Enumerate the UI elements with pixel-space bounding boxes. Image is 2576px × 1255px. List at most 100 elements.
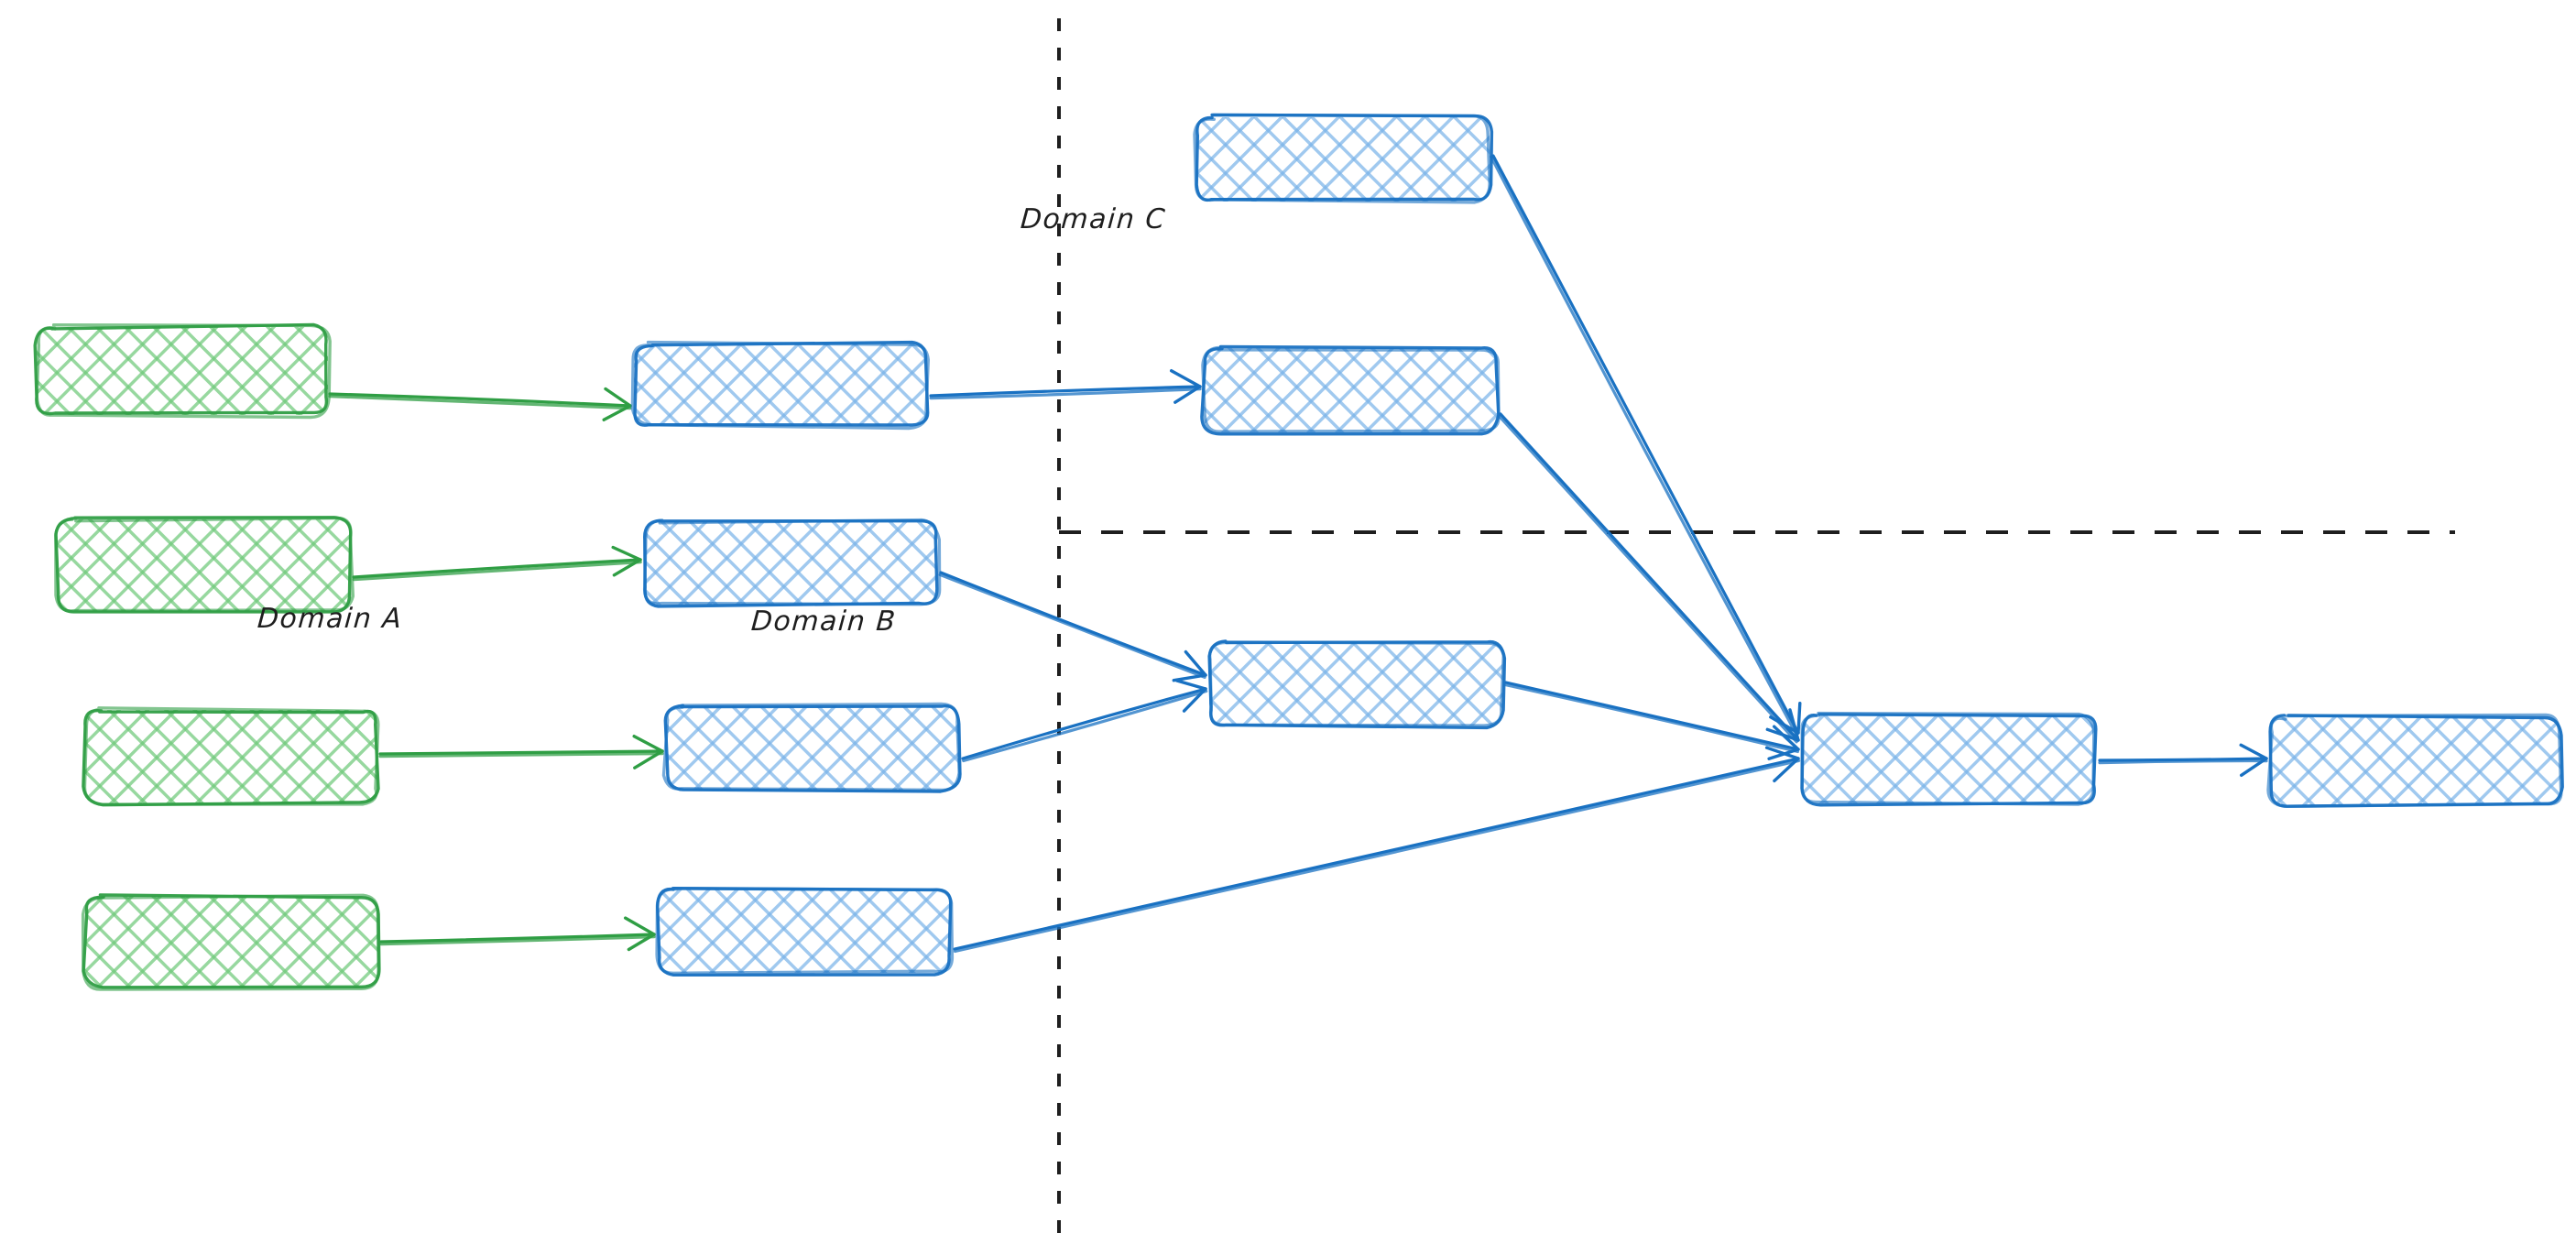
edge-shaft <box>939 571 1207 677</box>
edge-arrowhead <box>604 387 632 408</box>
edge-shaft <box>1491 154 1800 735</box>
node-outline <box>1193 113 1491 204</box>
node-b4[interactable] <box>655 887 955 977</box>
node-fill <box>84 710 377 803</box>
edge-shaft <box>378 752 664 758</box>
node-outline <box>1201 345 1501 433</box>
edge-shaft <box>379 935 656 946</box>
edge-b1-to-b6[interactable] <box>929 369 1202 404</box>
node-outline <box>2266 713 2563 808</box>
edge-arrowhead <box>627 933 656 952</box>
edge-a1-to-b1[interactable] <box>328 387 632 421</box>
edge-arrowhead <box>1173 385 1202 404</box>
edge-b2-to-b7[interactable] <box>938 571 1207 682</box>
node-fill <box>1196 117 1490 202</box>
node-outline <box>1800 711 2096 806</box>
node-b5[interactable] <box>1193 113 1494 204</box>
edge-shaft <box>929 385 1202 398</box>
edge-arrowhead <box>1182 687 1207 713</box>
edge-a2-to-b2[interactable] <box>352 545 642 582</box>
edge-arrowhead <box>1764 746 1800 760</box>
edge-arrowhead <box>2240 757 2268 777</box>
edge-a3-to-b3[interactable] <box>378 735 664 769</box>
node-outline <box>33 322 329 416</box>
edge-b3-to-b7[interactable] <box>961 679 1208 763</box>
edge-a4-to-b4[interactable] <box>379 916 656 952</box>
nodes-layer <box>33 113 2564 991</box>
edge-shaft <box>962 689 1208 763</box>
node-fill <box>1209 641 1502 726</box>
edge-shaft <box>929 387 1202 400</box>
edge-b4-to-c1[interactable] <box>953 746 1801 954</box>
edge-shaft <box>1499 412 1800 742</box>
edge-arrowhead <box>1773 725 1800 751</box>
edge-arrowhead <box>1788 708 1800 742</box>
node-fill <box>85 896 378 988</box>
node-a2[interactable] <box>54 516 355 614</box>
edge-shaft <box>961 687 1207 760</box>
node-a3[interactable] <box>82 706 380 807</box>
edge-arrowhead <box>612 558 642 577</box>
node-outline <box>1207 640 1505 727</box>
edge-arrowhead <box>1184 649 1207 677</box>
node-outline <box>1195 113 1494 202</box>
node-a1[interactable] <box>33 322 332 420</box>
node-fill <box>658 889 951 973</box>
node-outline <box>35 323 332 420</box>
domain-label-b: Domain B <box>749 606 898 638</box>
node-outline <box>630 340 930 431</box>
node-fill <box>58 519 351 611</box>
edge-arrowhead <box>1172 673 1207 682</box>
node-fill <box>2270 717 2561 805</box>
edge-shaft <box>378 749 664 756</box>
edge-shaft <box>1503 682 1799 754</box>
edge-shaft <box>1490 155 1798 736</box>
edge-b5-to-c1[interactable] <box>1490 154 1802 736</box>
edge-shaft <box>2098 758 2268 765</box>
domain-label-c: Domain C <box>1019 203 1168 235</box>
node-fill <box>666 705 959 790</box>
edge-shaft <box>938 573 1206 679</box>
edge-arrowhead <box>632 735 664 753</box>
edge-arrowhead <box>1170 369 1202 388</box>
edge-c1-to-c2[interactable] <box>2098 743 2268 777</box>
edge-shaft <box>953 757 1800 951</box>
edge-arrowhead <box>1796 702 1802 735</box>
node-fill <box>644 522 937 605</box>
node-outline <box>82 706 380 806</box>
edge-shaft <box>352 558 642 579</box>
node-outline <box>661 702 961 792</box>
edge-shaft <box>328 395 632 410</box>
edge-shaft <box>328 392 632 408</box>
edge-shaft <box>1504 681 1800 751</box>
edge-arrowhead <box>1175 679 1207 691</box>
node-c1[interactable] <box>1800 711 2098 807</box>
edges-layer <box>328 154 2268 954</box>
edge-shaft <box>1497 414 1798 744</box>
node-b7[interactable] <box>1207 639 1507 730</box>
edge-arrowhead <box>611 545 642 562</box>
node-b1[interactable] <box>630 340 930 431</box>
edge-shaft <box>954 758 1801 954</box>
node-outline <box>655 887 955 976</box>
node-fill <box>1802 715 2095 803</box>
node-b6[interactable] <box>1200 344 1501 436</box>
edge-arrowhead <box>1773 757 1800 783</box>
node-c2[interactable] <box>2266 713 2564 808</box>
node-fill <box>1204 348 1497 432</box>
domain-label-a: Domain A <box>256 603 404 635</box>
node-fill <box>634 344 927 426</box>
edge-shaft <box>379 933 656 944</box>
node-outline <box>81 893 380 991</box>
node-b2[interactable] <box>642 518 942 608</box>
edge-arrowhead <box>624 916 656 936</box>
node-outline <box>642 518 942 606</box>
edge-arrowhead <box>602 404 632 421</box>
node-fill <box>37 327 328 415</box>
node-a4[interactable] <box>81 893 381 991</box>
node-outline <box>54 516 355 613</box>
node-b3[interactable] <box>661 702 962 793</box>
edge-arrowhead <box>633 749 664 769</box>
